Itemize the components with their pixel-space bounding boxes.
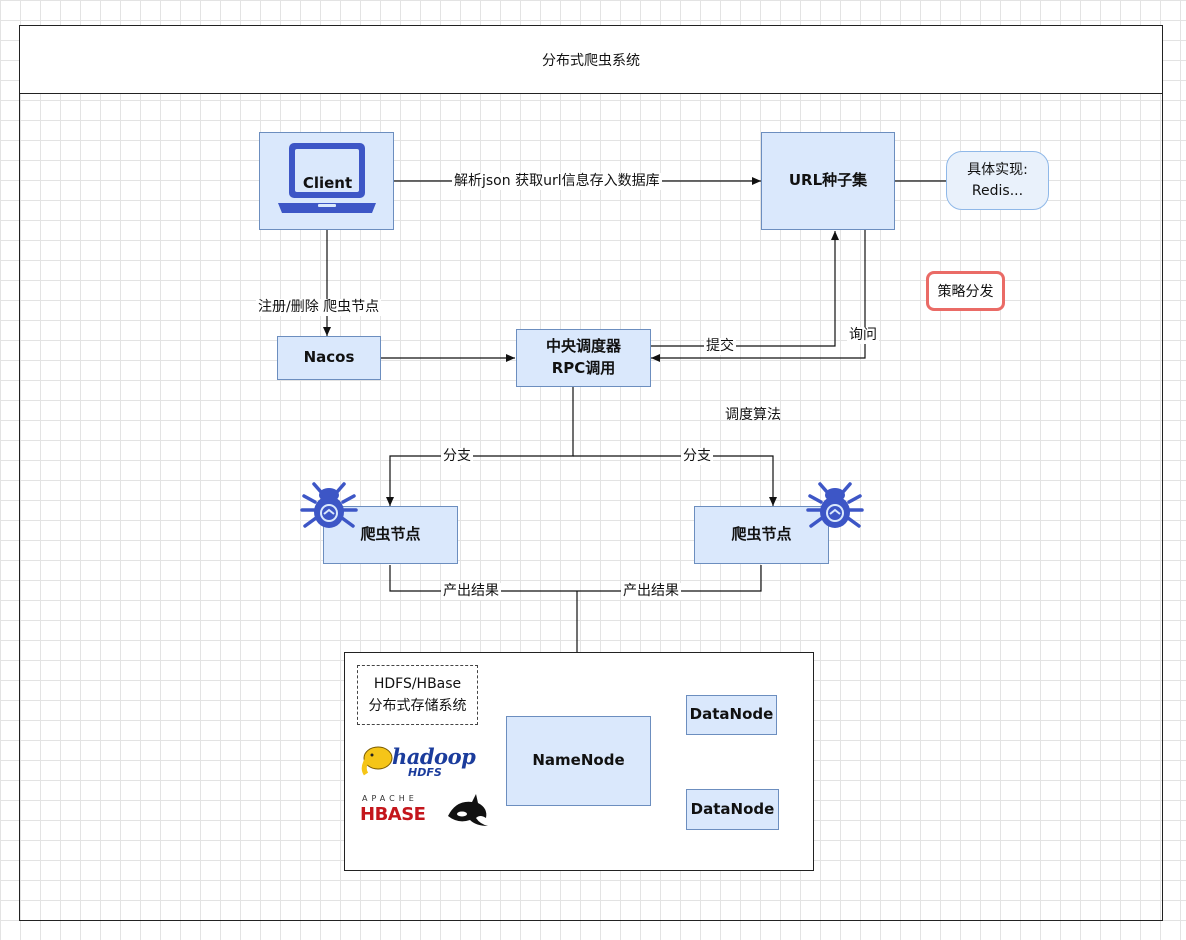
redis-note-line1: 具体实现:	[967, 161, 1028, 178]
client-label: Client	[302, 174, 353, 192]
namenode-node[interactable]: NameNode	[506, 716, 651, 806]
datanode2-label: DataNode	[690, 799, 775, 818]
strategy-note[interactable]: 策略分发	[926, 271, 1005, 311]
namenode-label: NameNode	[532, 751, 625, 770]
edge-label-register: 注册/删除 爬虫节点	[256, 299, 382, 316]
elephant-icon	[361, 746, 393, 776]
bug-icon-left	[300, 482, 358, 528]
nacos-node[interactable]: Nacos	[277, 336, 381, 380]
algo-label: 调度算法	[725, 407, 781, 423]
datanode-node-2[interactable]: DataNode	[686, 789, 779, 830]
storage-label-box: HDFS/HBase 分布式存储系统	[357, 665, 478, 725]
hadoop-logo: hadoop HDFS	[360, 742, 480, 782]
client-node[interactable]: Client	[259, 132, 394, 230]
datanode-node-1[interactable]: DataNode	[686, 695, 777, 735]
hadoop-wordmark: hadoop	[392, 744, 476, 769]
datanode1-label: DataNode	[689, 705, 774, 724]
edge-label-branch-left: 分支	[441, 448, 473, 465]
crawler-node-right[interactable]: 爬虫节点	[694, 506, 829, 564]
edge-label-output-right: 产出结果	[621, 583, 681, 600]
redis-note[interactable]: 具体实现: Redis...	[946, 151, 1049, 210]
edge-branch-right	[573, 455, 777, 506]
url-seed-node[interactable]: URL种子集	[761, 132, 895, 230]
scheduler-label-line2: RPC调用	[551, 359, 616, 377]
edge-label-branch-right: 分支	[681, 448, 713, 465]
url-seed-label: URL种子集	[788, 171, 868, 190]
edge-query	[651, 230, 866, 362]
hbase-logo: APACHE HBASE	[360, 794, 490, 828]
edge-branch-left	[386, 387, 574, 506]
edge-label-output-left: 产出结果	[441, 583, 501, 600]
crawler-right-label: 爬虫节点	[731, 525, 792, 544]
scheduler-label-line1: 中央调度器	[545, 337, 621, 356]
hdfs-wordmark: HDFS	[408, 766, 442, 779]
hbase-wordmark: HBASE	[360, 804, 426, 825]
hbase-apache-text: APACHE	[362, 794, 418, 803]
storage-label-line2: 分布式存储系统	[368, 698, 467, 714]
crawler-left-label: 爬虫节点	[360, 525, 421, 544]
diagram-title: 分布式爬虫系统	[19, 25, 1163, 94]
storage-label-line1: HDFS/HBase	[373, 676, 462, 692]
crawler-node-left[interactable]: 爬虫节点	[323, 506, 458, 564]
redis-note-line2: Redis...	[971, 182, 1024, 199]
orca-icon	[448, 794, 488, 826]
bug-icon-right	[806, 482, 864, 528]
edge-label-submit: 提交	[704, 338, 736, 355]
edge-label-parse: 解析json 获取url信息存入数据库	[452, 173, 662, 190]
nacos-label: Nacos	[303, 348, 355, 367]
edge-label-query: 询问	[847, 327, 879, 344]
scheduler-node[interactable]: 中央调度器 RPC调用	[516, 329, 651, 387]
edge-submit	[650, 231, 839, 347]
edge-output-left	[389, 565, 577, 592]
laptop-icon	[277, 143, 376, 213]
